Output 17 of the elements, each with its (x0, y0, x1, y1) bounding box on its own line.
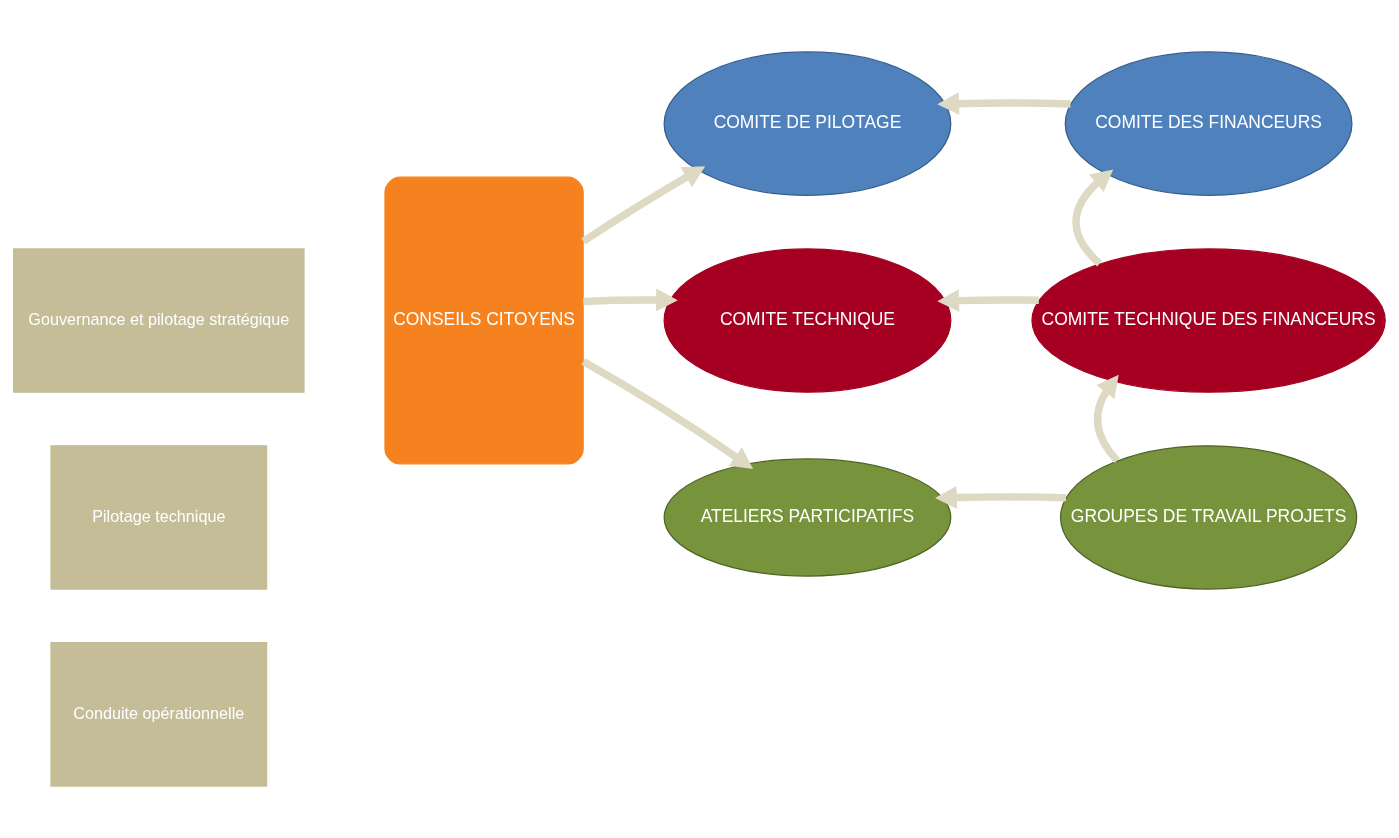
arrow (935, 486, 1067, 509)
arrow (937, 289, 1039, 312)
arrow (1093, 374, 1121, 463)
arrow (1072, 169, 1114, 267)
label: Pilotage technique (92, 506, 226, 525)
node-ellipse: COMITE DE PILOTAGE (663, 51, 952, 196)
node-ellipse: ATELIERS PARTICIPATIFS (663, 458, 952, 577)
node-box: CONSEILS CITOYENS (384, 176, 584, 465)
arrow (583, 288, 678, 312)
arrow (937, 92, 1071, 116)
node-ellipse: COMITE TECHNIQUE (663, 248, 952, 393)
arrow (581, 358, 754, 470)
node-ellipse: COMITE TECHNIQUE DES FINANCEURS (1031, 248, 1386, 393)
label: Gouvernance et pilotage stratégique (28, 309, 290, 328)
node-ellipse: GROUPES DE TRAVAIL PROJETS (1059, 445, 1358, 590)
label: Conduite opérationnelle (73, 703, 245, 722)
arrow (581, 166, 706, 245)
